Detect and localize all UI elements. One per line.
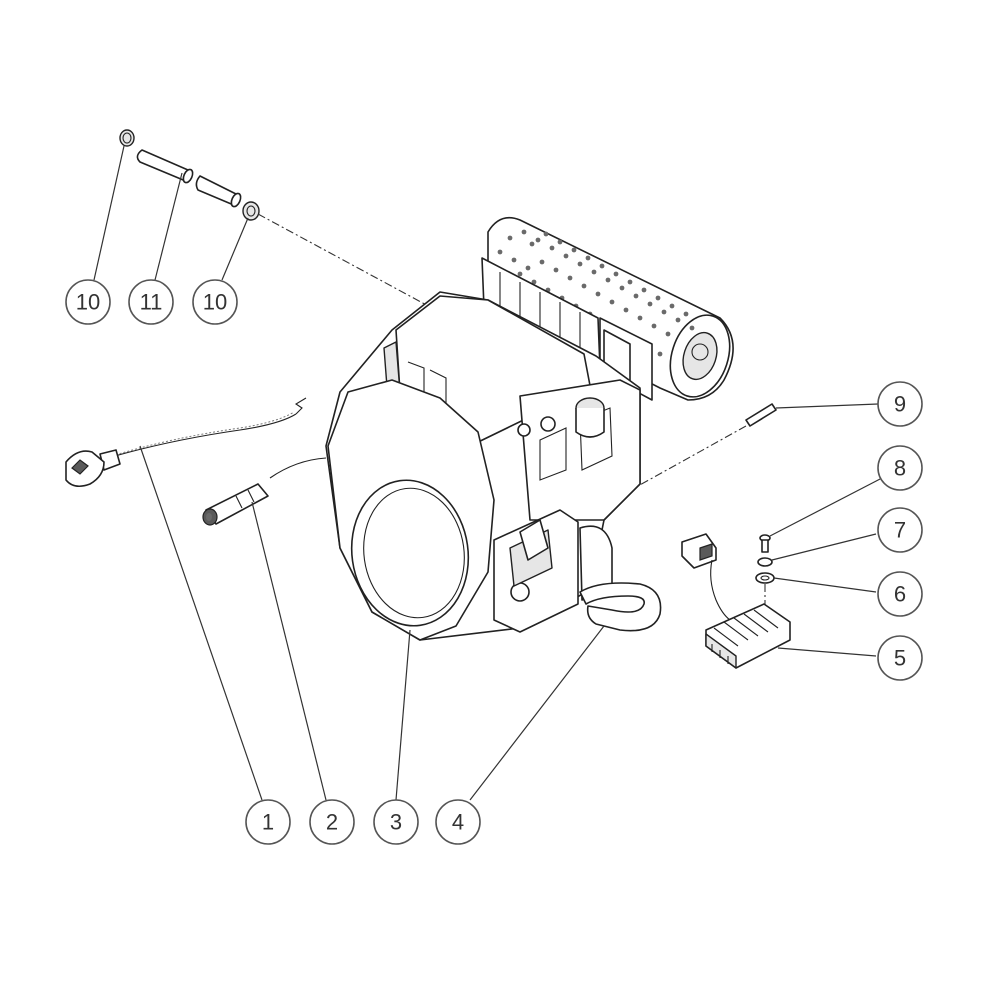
leader-9 <box>775 403 879 409</box>
callout-3: 3 <box>373 799 419 845</box>
leader-2 <box>251 501 327 801</box>
callout-7-label: 7 <box>894 518 906 543</box>
washer <box>755 572 775 584</box>
pin <box>637 403 777 487</box>
callout-5-label: 5 <box>894 646 906 671</box>
leader-1 <box>139 445 263 801</box>
callout-2: 2 <box>309 799 355 845</box>
leader-5 <box>777 647 877 657</box>
leader-6 <box>773 577 877 593</box>
hose-clamp-left <box>119 129 135 147</box>
fuel-hose <box>579 582 662 632</box>
callout-6: 6 <box>877 571 923 617</box>
leader-10a <box>93 145 125 281</box>
lock-washer <box>757 557 773 567</box>
callout-10b: 10 <box>192 279 238 325</box>
callout-6-label: 6 <box>894 582 906 607</box>
callout-5: 5 <box>877 635 923 681</box>
callout-4-label: 4 <box>452 810 464 835</box>
throttle-cable <box>202 457 327 526</box>
callout-10a: 10 <box>65 279 111 325</box>
callout-7: 7 <box>877 507 923 553</box>
callout-1-label: 1 <box>262 810 274 835</box>
callout-2-label: 2 <box>326 810 338 835</box>
callout-4: 4 <box>435 799 481 845</box>
callout-9-label: 9 <box>894 392 906 417</box>
callout-3-label: 3 <box>390 810 402 835</box>
engine <box>325 216 734 641</box>
callout-9: 9 <box>877 381 923 427</box>
muffler-shield <box>481 216 734 401</box>
callout-10a-label: 10 <box>76 290 100 315</box>
hose-segment-2 <box>195 175 242 208</box>
leader-3 <box>395 629 411 801</box>
leader-8 <box>769 477 883 537</box>
hose-clamp-right <box>242 201 260 221</box>
hose-segment-1 <box>136 149 194 184</box>
callout-8-label: 8 <box>894 456 906 481</box>
callout-8: 8 <box>877 445 923 491</box>
hose-dashed-line <box>257 213 433 309</box>
leader-11 <box>154 172 183 281</box>
voltage-regulator <box>681 533 791 669</box>
leader-4 <box>469 625 605 801</box>
leader-7 <box>771 533 877 561</box>
callout-11-label: 11 <box>140 290 163 315</box>
hose-assembly <box>119 129 260 221</box>
callout-1: 1 <box>245 799 291 845</box>
carburetor <box>517 397 605 438</box>
leader-10b <box>221 217 249 281</box>
choke-cable <box>65 397 307 488</box>
callout-11: 11 <box>128 279 174 325</box>
callout-10b-label: 10 <box>203 290 227 315</box>
blower-housing-cover <box>327 379 495 641</box>
screw <box>759 534 771 553</box>
